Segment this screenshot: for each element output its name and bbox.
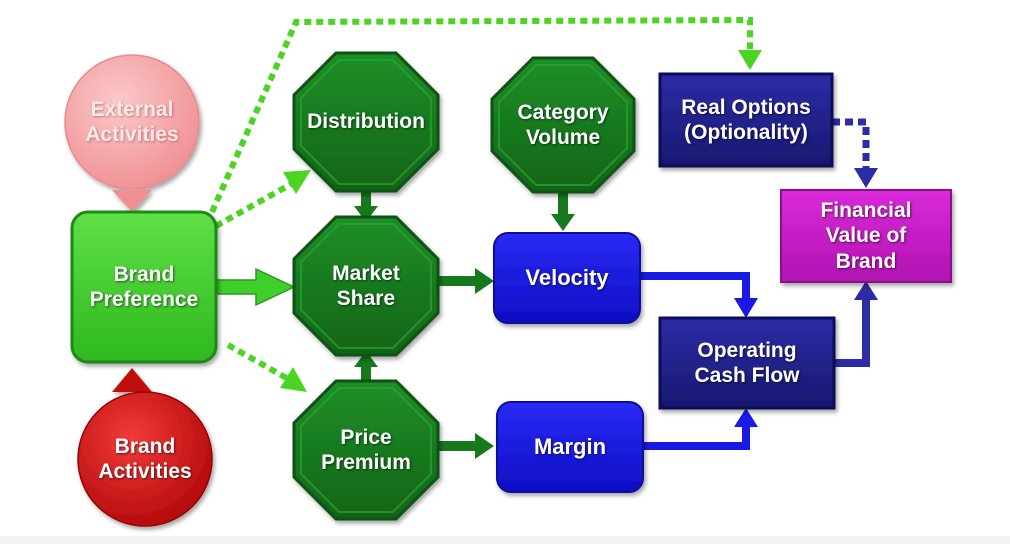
- brand-activities-node: [77, 368, 213, 527]
- dotted-arrow-to-distribution: [214, 170, 311, 229]
- margin-node: [496, 401, 644, 493]
- brand-preference-node: [70, 210, 218, 364]
- bottom-strip: [0, 536, 1010, 544]
- arrow-preference-to-market-share: [215, 267, 296, 307]
- distribution-node: [292, 51, 440, 193]
- financial-value-node: [780, 189, 952, 283]
- arrow-velocity-to-ocf: [640, 272, 758, 318]
- price-premium-node: [292, 379, 440, 521]
- velocity-node: [493, 232, 641, 324]
- operating-cash-flow-node: [658, 316, 836, 410]
- real-options-node: [658, 72, 834, 168]
- arrow-margin-to-ocf: [643, 408, 758, 450]
- market-share-node: [292, 215, 440, 357]
- arrow-market-share-to-velocity: [437, 268, 494, 294]
- arrow-category-volume-to-velocity: [551, 190, 575, 231]
- dotted-arrow-to-price-premium: [226, 342, 307, 392]
- arrow-distribution-to-market-share: [354, 188, 378, 222]
- arrow-price-premium-to-market-share: [354, 351, 378, 387]
- category-volume-node: [490, 56, 636, 194]
- arrow-ocf-to-value: [834, 281, 878, 367]
- arrow-price-premium-to-margin: [437, 433, 494, 459]
- dotted-arrow-to-real-options: [209, 16, 762, 214]
- external-activities-node: [64, 54, 200, 212]
- dotted-arrow-options-to-value: [832, 118, 878, 188]
